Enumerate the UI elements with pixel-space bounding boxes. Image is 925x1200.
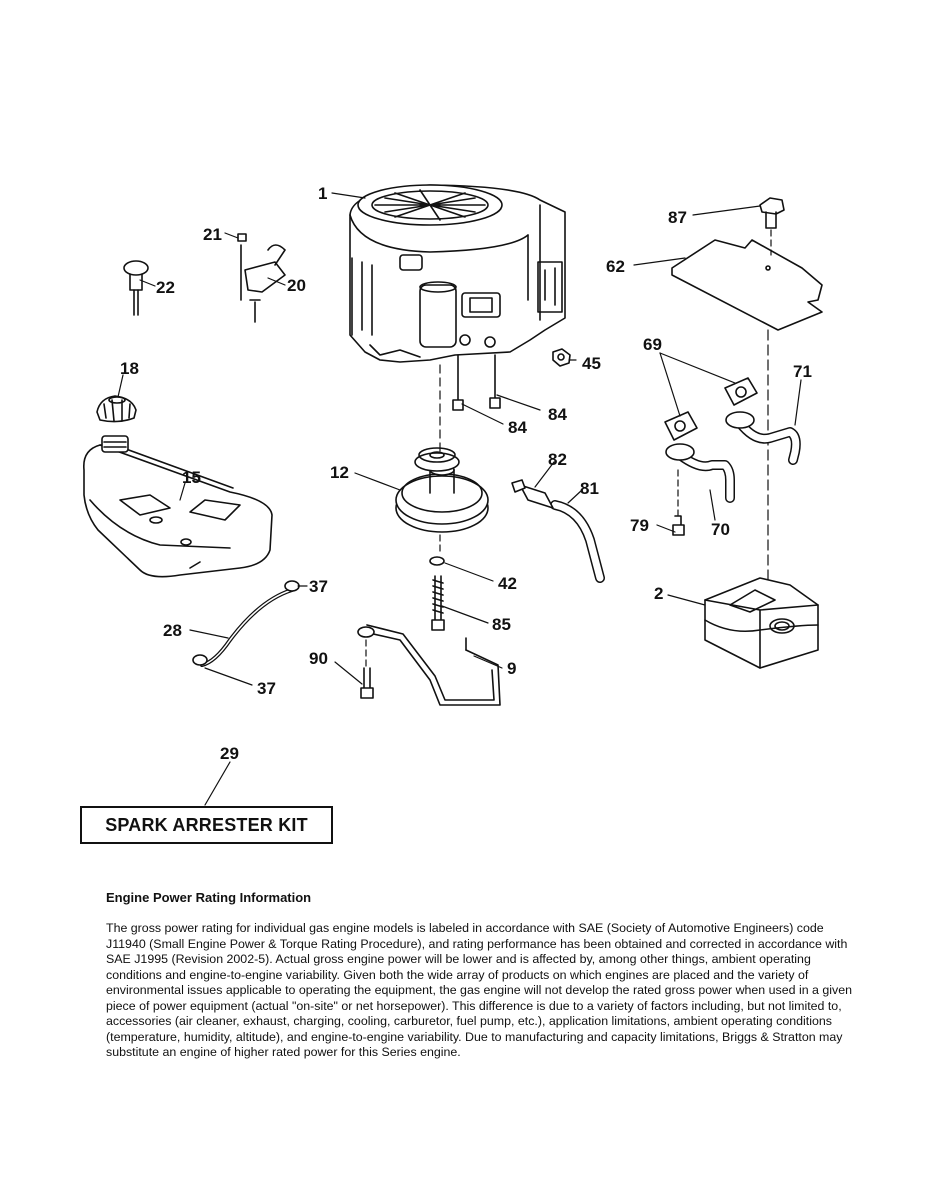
- gasket-69-right: [724, 377, 758, 406]
- callout-84-left: 84: [508, 418, 527, 437]
- callout-12: 12: [330, 463, 349, 482]
- part-22: [123, 260, 149, 316]
- info-heading: Engine Power Rating Information: [106, 890, 312, 905]
- nut-45: [552, 348, 571, 367]
- callout-62: 62: [606, 257, 625, 276]
- leader-lines: [117, 192, 802, 806]
- callout-37-bottom: 37: [257, 679, 276, 698]
- callout-29: 29: [220, 744, 239, 763]
- callout-15: 15: [182, 468, 201, 487]
- washer-42: [429, 556, 445, 566]
- callout-82: 82: [548, 450, 567, 469]
- fitting-82: [511, 479, 554, 509]
- exhaust-pipe-71: [725, 411, 801, 465]
- callout-79: 79: [630, 516, 649, 535]
- fuel-tank-15: [83, 435, 273, 578]
- engine-power-rating-section: Engine Power Rating Information The gros…: [106, 890, 858, 1061]
- callout-84-right: 84: [548, 405, 567, 424]
- hose-81: [550, 500, 605, 583]
- callout-42: 42: [498, 574, 517, 593]
- fuel-cap-18: [96, 395, 137, 423]
- callout-1: 1: [318, 184, 327, 203]
- callout-70: 70: [711, 520, 730, 539]
- bolt-84-left: [452, 354, 464, 411]
- callout-20: 20: [287, 276, 306, 295]
- callout-2: 2: [654, 584, 663, 603]
- callout-9: 9: [507, 659, 516, 678]
- callout-45: 45: [582, 354, 601, 373]
- muffler-2: [704, 577, 819, 669]
- callout-90: 90: [309, 649, 328, 668]
- fuel-line-28: [192, 580, 300, 667]
- callout-labels: 1 21 22 20 18 15 45 84 84 12 82 81 42 85…: [120, 184, 812, 763]
- bolt-84-right: [489, 354, 501, 409]
- callout-69: 69: [643, 335, 662, 354]
- callout-85: 85: [492, 615, 511, 634]
- callout-71: 71: [793, 362, 812, 381]
- parts-diagram: 1 21 22 20 18 15 45 84 84 12 82 81 42 85…: [83, 184, 823, 806]
- callout-81: 81: [580, 479, 599, 498]
- bolt-85: [431, 575, 445, 631]
- spark-arrester-kit-box: SPARK ARRESTER KIT: [80, 806, 333, 844]
- heat-shield-62: [671, 239, 823, 331]
- callout-37-top: 37: [309, 577, 328, 596]
- callout-87: 87: [668, 208, 687, 227]
- callout-21: 21: [203, 225, 222, 244]
- gasket-69-left: [664, 411, 698, 441]
- bracket-20: [237, 233, 286, 323]
- knob-87: [759, 197, 785, 229]
- rod-9: [357, 624, 501, 706]
- bolt-90: [360, 667, 374, 699]
- info-body: The gross power rating for individual ga…: [106, 921, 852, 1059]
- exhaust-pipe-70: [665, 443, 735, 503]
- spark-arrester-kit-label: SPARK ARRESTER KIT: [105, 814, 308, 835]
- engine-part: [349, 184, 566, 363]
- pulley-12: [395, 447, 489, 533]
- callout-22: 22: [156, 278, 175, 297]
- callout-18: 18: [120, 359, 139, 378]
- callout-28: 28: [163, 621, 182, 640]
